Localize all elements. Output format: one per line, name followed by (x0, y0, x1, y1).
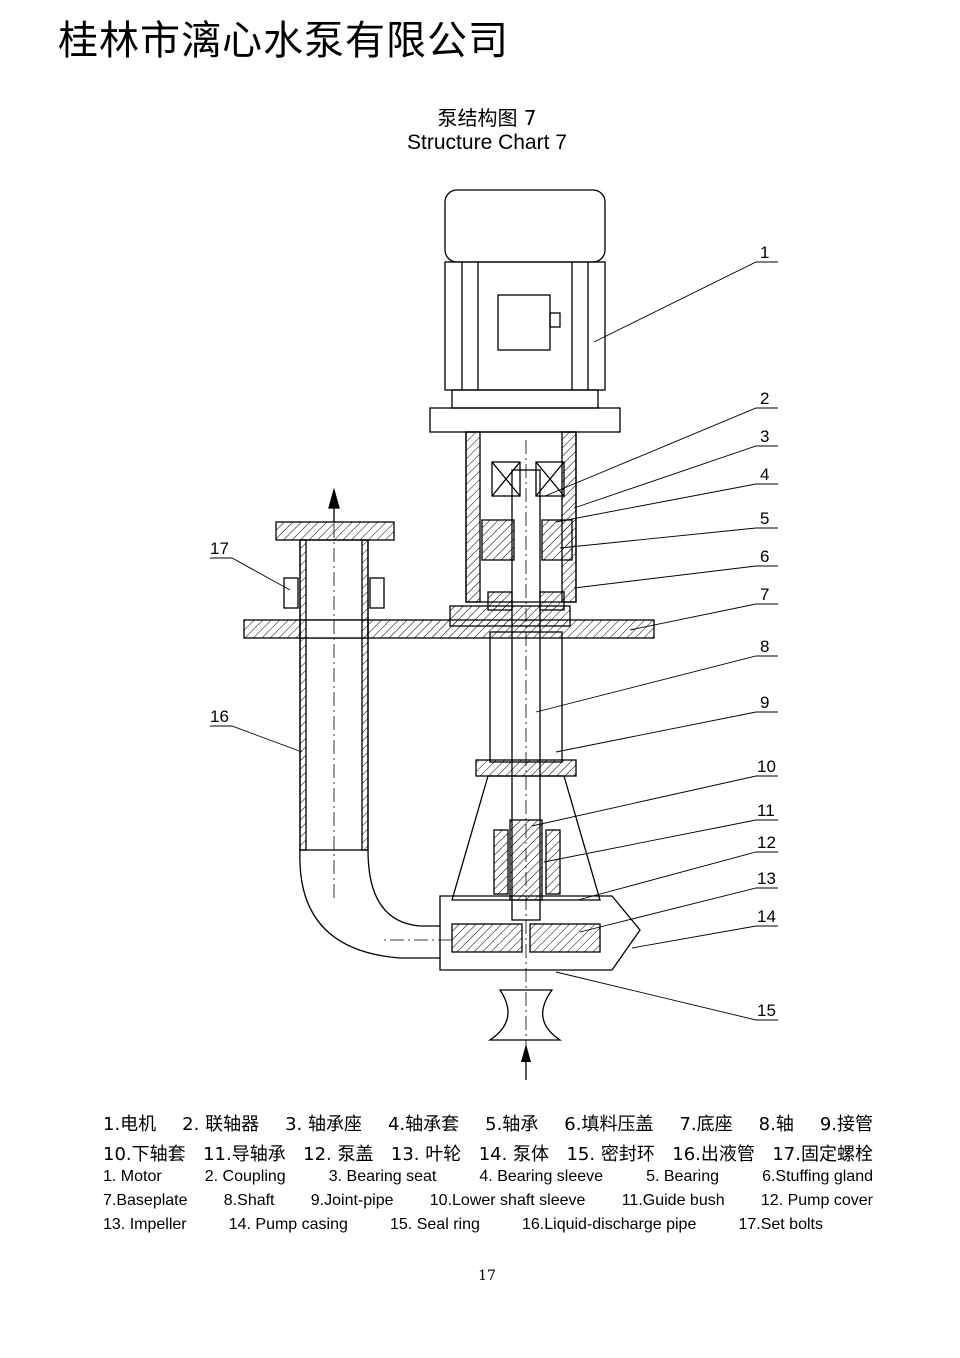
shaft (475, 440, 577, 1080)
legend-item: 14. 泵体 (478, 1144, 550, 1165)
callout-2: 2 (760, 389, 769, 408)
legend-item: 17.Set bolts (738, 1216, 823, 1233)
legend-item: 14. Pump casing (228, 1216, 348, 1233)
callout-12: 12 (757, 833, 776, 852)
callout-10: 10 (757, 757, 776, 776)
legend-cn-row-2: 10.下轴套 11.导轴承 12. 泵盖 13. 叶轮 14. 泵体 15. 密… (103, 1140, 873, 1166)
legend-item: 4. Bearing sleeve (479, 1168, 604, 1185)
legend-item: 3. 轴承座 (285, 1114, 362, 1135)
legend-en-row-1: 1. Motor 2. Coupling 3. Bearing seat 4. … (103, 1168, 873, 1186)
callout-17: 17 (210, 539, 229, 558)
callout-9: 9 (760, 693, 769, 712)
legend-item: 2. Coupling (204, 1168, 286, 1185)
legend-item: 7.底座 (679, 1114, 733, 1135)
callout-1: 1 (760, 243, 769, 262)
pump-structure-diagram: 1 2 3 4 5 6 7 8 9 10 11 12 13 14 15 16 1… (210, 189, 778, 1080)
legend-en-row-3: 13. Impeller 14. Pump casing 15. Seal ri… (103, 1216, 823, 1234)
legend-item: 9.接管 (819, 1114, 873, 1135)
chart-title-en: Structure Chart 7 (407, 131, 567, 154)
legend-item: 4.轴承套 (387, 1114, 460, 1135)
legend-item: 12. 泵盖 (303, 1144, 374, 1165)
page-number: 17 (478, 1268, 496, 1284)
inlet-arrow (521, 1044, 531, 1080)
legend-item: 6.填料压盖 (564, 1114, 654, 1135)
legend-en-1: 1. Motor 2. Coupling 3. Bearing seat 4. … (103, 1168, 873, 1186)
legend-cn-row-1: 1.电机 2. 联轴器 3. 轴承座 4.轴承套 5.轴承 6.填料压盖 7.底… (103, 1110, 873, 1136)
callout-7: 7 (760, 585, 769, 604)
pump-casing (380, 775, 641, 1041)
legend-item: 5. Bearing (646, 1168, 720, 1185)
legend-cn-2: 10.下轴套 11.导轴承 12. 泵盖 13. 叶轮 14. 泵体 15. 密… (103, 1140, 873, 1166)
discharge-pipe (275, 487, 440, 959)
callout-15: 15 (757, 1001, 776, 1020)
callout-13: 13 (757, 869, 776, 888)
legend-item: 11.导轴承 (203, 1144, 286, 1165)
legend-item: 8.轴 (758, 1114, 794, 1135)
callout-4: 4 (760, 465, 769, 484)
callout-14: 14 (757, 907, 776, 926)
legend-item: 13. Impeller (103, 1216, 187, 1233)
legend-item: 17.固定螺栓 (772, 1144, 873, 1165)
motor (429, 189, 621, 433)
callout-8: 8 (760, 637, 769, 656)
callout-3: 3 (760, 427, 769, 446)
legend-item: 11.Guide bush (621, 1192, 725, 1209)
legend-item: 10.下轴套 (103, 1144, 186, 1165)
callout-5: 5 (760, 509, 769, 528)
legend-item: 9.Joint-pipe (310, 1192, 394, 1209)
legend-item: 5.轴承 (485, 1114, 539, 1135)
legend-item: 8.Shaft (223, 1192, 275, 1209)
legend-item: 3. Bearing seat (328, 1168, 437, 1185)
legend-item: 15. 密封环 (566, 1144, 655, 1165)
legend-item: 7.Baseplate (103, 1192, 188, 1209)
chart-title-cn: 泵结构图 7 (437, 106, 537, 130)
legend-cn: 1.电机 2. 联轴器 3. 轴承座 4.轴承套 5.轴承 6.填料压盖 7.底… (103, 1110, 873, 1136)
legend-item: 2. 联轴器 (182, 1114, 260, 1135)
legend-item: 16.出液管 (672, 1144, 755, 1165)
legend-item: 13. 叶轮 (390, 1144, 462, 1165)
callout-16: 16 (210, 707, 229, 726)
callout-11: 11 (757, 801, 775, 820)
bearing-housing (465, 431, 577, 611)
legend-item: 1.电机 (103, 1114, 157, 1135)
leader-lines (210, 261, 778, 1021)
company-name: 桂林市漓心水泵有限公司 (58, 18, 509, 64)
legend-item: 12. Pump cover (760, 1192, 873, 1209)
legend-item: 16.Liquid-discharge pipe (522, 1216, 697, 1233)
legend-item: 6.Stuffing gland (762, 1168, 873, 1185)
callout-6: 6 (760, 547, 769, 566)
legend-en-2: 7.Baseplate 8.Shaft 9.Joint-pipe 10.Lowe… (103, 1192, 873, 1210)
legend-item: 15. Seal ring (390, 1216, 480, 1233)
legend-en-row-2: 7.Baseplate 8.Shaft 9.Joint-pipe 10.Lowe… (103, 1192, 873, 1210)
legend-item: 1. Motor (103, 1168, 162, 1185)
legend-en-3: 13. Impeller 14. Pump casing 15. Seal ri… (103, 1216, 823, 1234)
legend-item: 10.Lower shaft sleeve (429, 1192, 586, 1209)
